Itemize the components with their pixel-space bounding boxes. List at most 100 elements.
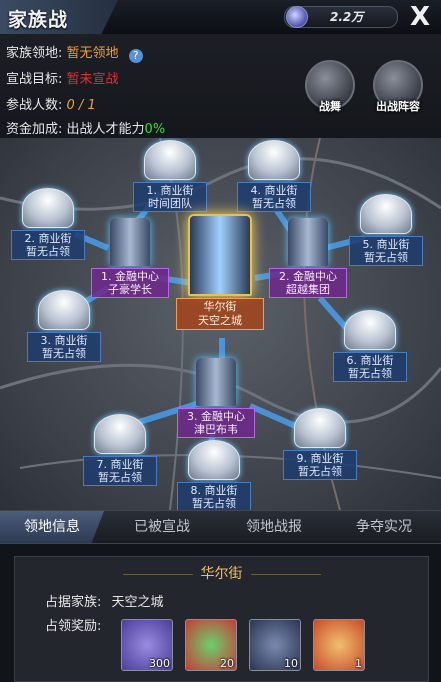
node-title: 3. 商业街: [40, 334, 88, 347]
bonus-value: 0%: [144, 122, 166, 137]
reward-count: 300: [149, 657, 170, 670]
node-owner: 津巴布韦: [194, 423, 238, 436]
node-owner: 天空之城: [198, 314, 242, 327]
building-icon: [360, 194, 412, 234]
node-owner: 暂无占领: [364, 251, 408, 264]
gift-box-icon[interactable]: 20: [185, 619, 237, 671]
street-node-7[interactable]: 7. 商业街暂无占领: [80, 414, 160, 486]
building-icon: [188, 440, 240, 480]
occupier-label: 占据家族:: [45, 595, 102, 610]
finance-node-3[interactable]: 3. 金融中心津巴布韦: [176, 358, 256, 438]
target-value: 暂未宣战: [66, 72, 119, 87]
street-node-2[interactable]: 2. 商业街暂无占领: [8, 188, 88, 260]
tab-live[interactable]: 争夺实况: [356, 519, 412, 535]
bonus-text: 出战人才能力: [66, 122, 145, 137]
street-node-6[interactable]: 6. 商业街暂无占领: [330, 310, 410, 382]
street-node-3[interactable]: 3. 商业街暂无占领: [24, 290, 104, 362]
close-button[interactable]: X: [410, 2, 431, 32]
battle-dance-icon: [305, 60, 355, 110]
territory-row: 家族领地: 暂无领地 ?: [6, 42, 143, 63]
street-node-9[interactable]: 9. 商业街暂无占领: [280, 408, 360, 480]
finance-node-2[interactable]: 2. 金融中心超越集团: [268, 218, 348, 298]
node-owner: 暂无占领: [26, 245, 70, 258]
territory-value: 暂无领地: [66, 46, 119, 61]
node-title: 7. 商业街: [96, 458, 144, 471]
reward-count: 1: [355, 657, 362, 670]
building-icon: [294, 408, 346, 448]
lineup-button[interactable]: 出战阵容: [370, 60, 426, 114]
tab-declared[interactable]: 已被宣战: [134, 519, 190, 535]
node-title: 1. 金融中心: [101, 270, 159, 283]
node-title: 6. 商业街: [346, 354, 394, 367]
panel-title: 华尔街: [15, 563, 428, 583]
lineup-icon: [373, 60, 423, 110]
node-owner: 暂无占领: [42, 347, 86, 360]
participants-row: 参战人数: 0 / 1: [6, 94, 96, 113]
gem-icon[interactable]: 300: [121, 619, 173, 671]
bonus-row: 资金加成: 出战人才能力0%: [6, 118, 165, 137]
finance-node-1[interactable]: 1. 金融中心子豪学长: [90, 218, 170, 298]
info-section: 家族领地: 暂无领地 ? 宣战目标: 暂未宣战 参战人数: 0 / 1 资金加成…: [0, 34, 441, 138]
node-title: 1. 商业街: [146, 184, 194, 197]
target-row: 宣战目标: 暂未宣战: [6, 68, 119, 87]
street-node-4[interactable]: 4. 商业街暂无占领: [234, 140, 314, 212]
node-owner: 超越集团: [286, 283, 330, 296]
tower-icon: [196, 358, 236, 406]
title-plate: [0, 0, 118, 34]
participants-label: 参战人数:: [6, 98, 63, 113]
currency-value: 2.2万: [330, 10, 364, 24]
bonus-label: 资金加成:: [6, 122, 63, 137]
rewards-label: 占领奖励:: [45, 619, 102, 634]
reward-count: 20: [220, 657, 234, 670]
target-label: 宣战目标:: [6, 72, 63, 87]
node-owner: 子豪学长: [108, 283, 152, 296]
occupier-value: 天空之城: [111, 595, 164, 610]
building-icon: [344, 310, 396, 350]
territory-label: 家族领地:: [6, 46, 63, 61]
tower-icon: [288, 218, 328, 266]
node-owner: 暂无占领: [192, 497, 236, 510]
node-owner: 暂无占领: [252, 197, 296, 210]
currency-bar: [284, 6, 398, 28]
node-owner: 时间团队: [148, 197, 192, 210]
node-owner: 暂无占领: [348, 367, 392, 380]
tab-territory-info[interactable]: 领地信息: [0, 511, 104, 543]
tab-battle-report[interactable]: 领地战报: [246, 519, 302, 535]
page-title: 家族战: [8, 9, 69, 31]
territory-detail-panel: 华尔街 占据家族: 天空之城 占领奖励: 300 20 10 1: [14, 556, 429, 682]
tab-bar: 领地信息 已被宣战 领地战报 争夺实况: [0, 510, 441, 544]
node-title: 华尔街: [203, 300, 237, 313]
street-node-8[interactable]: 8. 商业街暂无占领: [174, 440, 254, 510]
node-title: 2. 金融中心: [279, 270, 337, 283]
node-title: 8. 商业街: [190, 484, 238, 497]
participants-value: 0 / 1: [66, 98, 96, 113]
street-node-1[interactable]: 1. 商业街时间团队: [130, 140, 210, 212]
occupier-row: 占据家族: 天空之城: [45, 591, 164, 610]
node-owner: 暂无占领: [98, 471, 142, 484]
phone-icon[interactable]: 10: [249, 619, 301, 671]
node-title: 2. 商业街: [24, 232, 72, 245]
building-icon: [144, 140, 196, 180]
lineup-label: 出战阵容: [376, 100, 420, 113]
territory-map: 1. 商业街时间团队 4. 商业街暂无占领 2. 商业街暂无占领 5. 商业街暂…: [0, 138, 441, 510]
top-bar: 家族战 2.2万 X: [0, 0, 441, 35]
node-owner: 暂无占领: [298, 465, 342, 478]
node-title: 3. 金融中心: [187, 410, 245, 423]
car-icon[interactable]: 1: [313, 619, 365, 671]
node-title: 9. 商业街: [296, 452, 344, 465]
tower-icon: [110, 218, 150, 266]
wall-street-node[interactable]: 华尔街天空之城: [172, 214, 268, 330]
building-icon: [94, 414, 146, 454]
skyscraper-icon: [188, 214, 252, 296]
reward-count: 10: [284, 657, 298, 670]
street-node-5[interactable]: 5. 商业街暂无占领: [346, 194, 426, 266]
battle-dance-button[interactable]: 战舞: [302, 60, 358, 114]
coin-icon: [286, 6, 308, 28]
building-icon: [38, 290, 90, 330]
node-title: 4. 商业街: [250, 184, 298, 197]
building-icon: [248, 140, 300, 180]
battle-dance-label: 战舞: [319, 100, 341, 113]
building-icon: [22, 188, 74, 228]
help-icon[interactable]: ?: [128, 49, 143, 63]
node-title: 5. 商业街: [362, 238, 410, 251]
